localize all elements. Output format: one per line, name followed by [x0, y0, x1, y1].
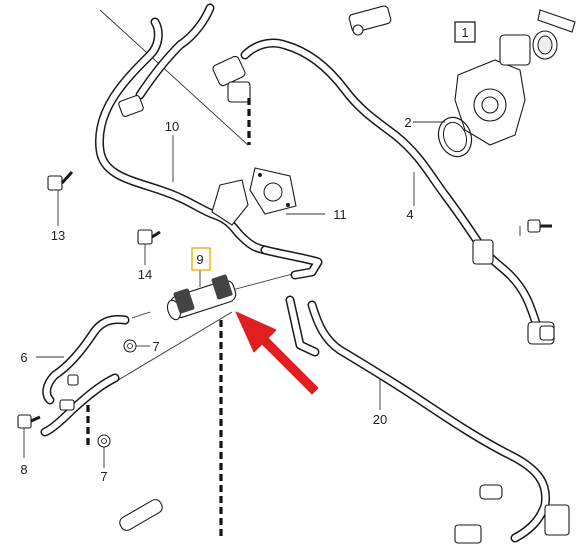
hose-6 — [40, 315, 130, 437]
callout-13: 13 — [51, 228, 65, 243]
part-2-oring — [437, 116, 473, 158]
part-11-gasket — [249, 167, 297, 215]
hose-10-flange — [211, 179, 249, 226]
part-1-housing — [348, 5, 576, 146]
washers-7 — [97, 339, 137, 448]
bolts — [17, 170, 552, 429]
bolt-right — [527, 219, 552, 233]
callout-9-highlight — [191, 247, 211, 271]
hose-10 — [94, 3, 323, 280]
callout-20: 20 — [373, 412, 387, 427]
guide-lines — [99, 9, 301, 383]
dashed-markers — [86, 98, 251, 540]
red-arrow-indicator — [235, 311, 319, 395]
callout-7b: 7 — [100, 469, 107, 484]
bolt-14 — [137, 229, 161, 245]
callout-7a: 7 — [152, 339, 159, 354]
callout-2: 2 — [404, 115, 411, 130]
hose-20 — [285, 295, 570, 544]
callout-10: 10 — [165, 119, 179, 134]
callout-1: 1 — [461, 25, 468, 40]
bolt-8 — [17, 414, 41, 429]
part-9-connector — [166, 274, 237, 321]
callout-labels: 1 2 4 6 7 7 8 9 10 11 13 14 20 — [20, 25, 468, 484]
callout-14: 14 — [138, 267, 152, 282]
callout-9: 9 — [196, 252, 203, 267]
leader-lines — [23, 121, 521, 468]
callout-1-box — [454, 21, 476, 43]
connector-top — [212, 55, 251, 103]
callout-6: 6 — [20, 350, 27, 365]
callout-11: 11 — [333, 207, 347, 222]
bolt-13 — [47, 170, 74, 191]
loose-pipe — [119, 499, 163, 531]
callout-4: 4 — [406, 207, 413, 222]
callout-8: 8 — [20, 462, 27, 477]
hose-4 — [240, 38, 555, 345]
